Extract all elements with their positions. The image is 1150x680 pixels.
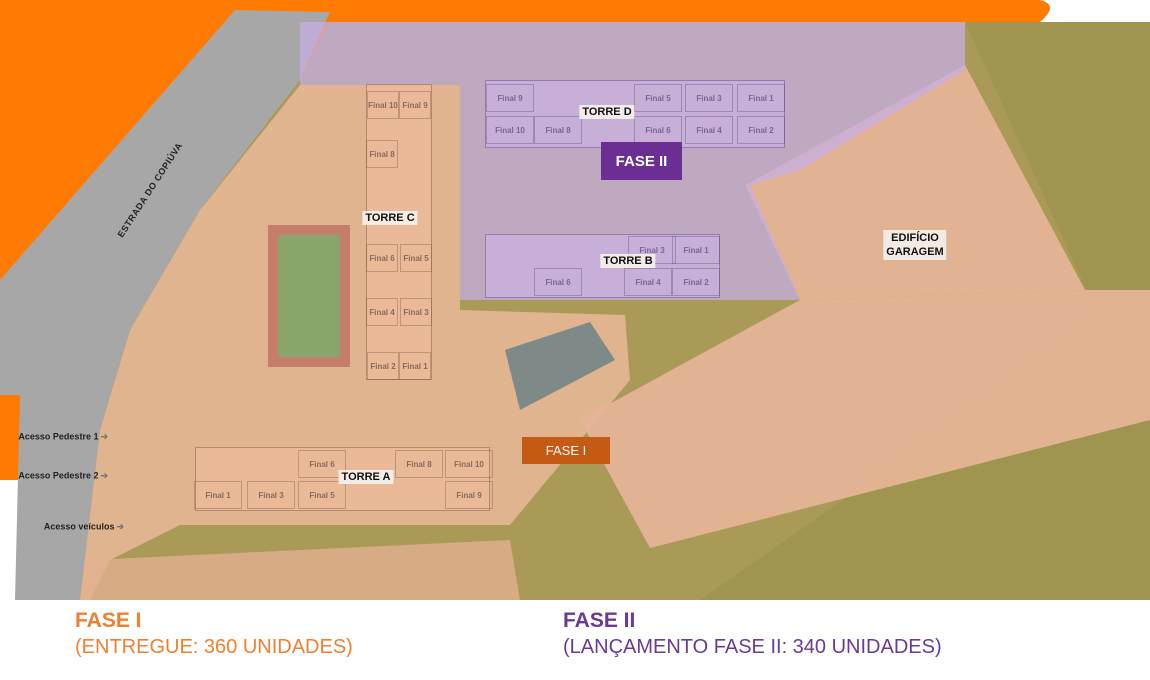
unit-torre-c: Final 4 xyxy=(366,298,398,326)
unit-torre-c: Final 1 xyxy=(399,352,431,380)
unit-torre-a: Final 5 xyxy=(298,481,346,509)
pool xyxy=(505,322,615,410)
unit-torre-a: Final 8 xyxy=(395,450,443,478)
legend-fase2-subtitle: (LANÇAMENTO FASE II: 340 UNIDADES) xyxy=(563,636,942,658)
unit-torre-a: Final 1 xyxy=(194,481,242,509)
unit-torre-c: Final 10 xyxy=(367,91,399,119)
unit-torre-c: Final 9 xyxy=(399,91,431,119)
unit-torre-d: Final 8 xyxy=(534,116,582,144)
unit-torre-d: Final 9 xyxy=(486,84,534,112)
torre-d-label: TORRE D xyxy=(579,105,635,119)
access-pedestrian-1: Acesso Pedestre 1➔ xyxy=(18,431,108,442)
torre-c-label: TORRE C xyxy=(362,211,418,225)
unit-torre-b: Final 2 xyxy=(672,268,720,296)
unit-torre-c: Final 6 xyxy=(366,244,398,272)
legend-fase1-title: FASE I xyxy=(75,609,142,632)
unit-torre-c: Final 3 xyxy=(400,298,432,326)
legend-fase1-subtitle: (ENTREGUE: 360 UNIDADES) xyxy=(75,636,353,658)
legend-fase2: FASE II (LANÇAMENTO FASE II: 340 UNIDADE… xyxy=(563,608,942,660)
unit-torre-d: Final 1 xyxy=(737,84,785,112)
unit-torre-c: Final 5 xyxy=(400,244,432,272)
unit-torre-a: Final 6 xyxy=(298,450,346,478)
torre-b-label: TORRE B xyxy=(600,254,656,268)
unit-torre-c: Final 2 xyxy=(367,352,399,380)
garage-label: EDIFÍCIO GARAGEM xyxy=(883,230,947,260)
legend-fase2-title: FASE II xyxy=(563,609,636,632)
unit-torre-b: Final 6 xyxy=(534,268,582,296)
legend-fase1: FASE I (ENTREGUE: 360 UNIDADES) xyxy=(75,608,353,660)
unit-torre-d: Final 10 xyxy=(486,116,534,144)
garage-label-line2: GARAGEM xyxy=(886,246,944,258)
unit-torre-d: Final 4 xyxy=(685,116,733,144)
torre-d-building xyxy=(485,80,785,148)
unit-torre-c: Final 8 xyxy=(366,140,398,168)
arrow-icon: ➔ xyxy=(116,521,124,532)
unit-torre-d: Final 2 xyxy=(737,116,785,144)
access-vehicles: Acesso veículos➔ xyxy=(43,521,124,532)
unit-torre-a: Final 3 xyxy=(247,481,295,509)
unit-torre-a: Final 10 xyxy=(445,450,493,478)
unit-torre-d: Final 3 xyxy=(685,84,733,112)
unit-torre-d: Final 5 xyxy=(634,84,682,112)
unit-torre-d: Final 6 xyxy=(634,116,682,144)
garage-upper xyxy=(745,65,1085,300)
unit-torre-a: Final 9 xyxy=(445,481,493,509)
garage-label-line1: EDIFÍCIO xyxy=(891,232,939,244)
unit-torre-b: Final 1 xyxy=(672,236,720,264)
fase1-badge: FASE I xyxy=(522,437,610,464)
unit-torre-b: Final 4 xyxy=(624,268,672,296)
access-pedestrian-2: Acesso Pedestre 2➔ xyxy=(18,470,108,481)
arrow-icon: ➔ xyxy=(100,431,108,442)
arrow-icon: ➔ xyxy=(100,470,108,481)
road xyxy=(0,10,330,600)
torre-c-building xyxy=(366,84,432,380)
torre-a-label: TORRE A xyxy=(338,470,394,484)
fase2-badge: FASE II xyxy=(601,142,682,180)
garage-lower xyxy=(580,290,1150,548)
